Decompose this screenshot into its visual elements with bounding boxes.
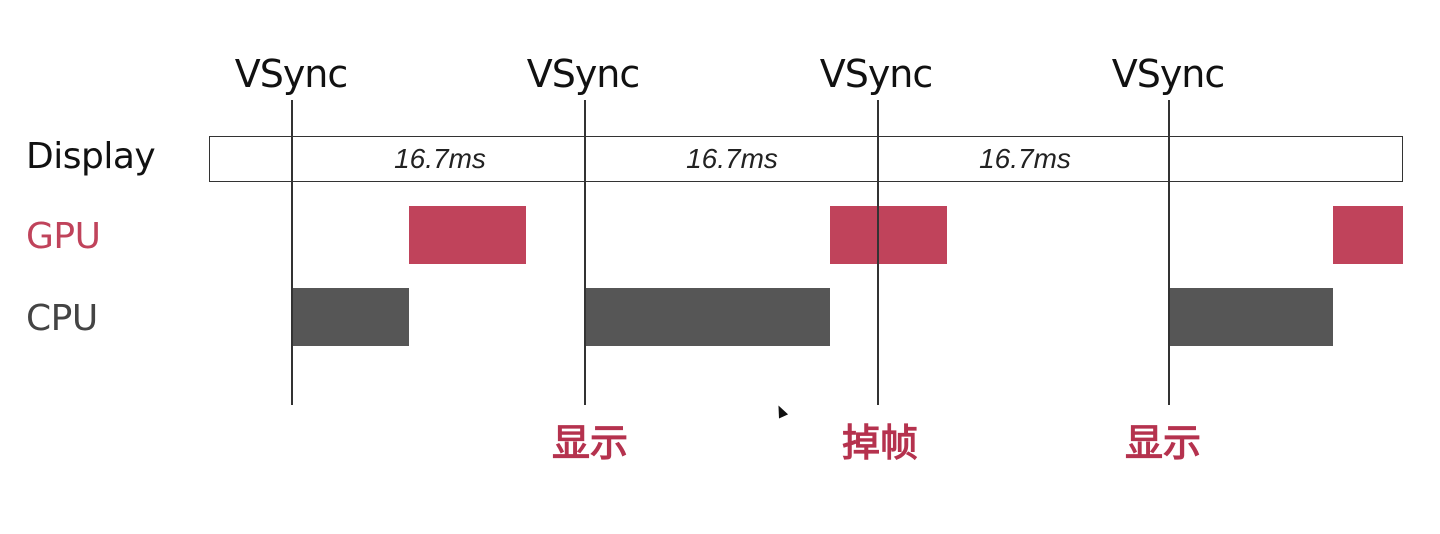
vsync-line-2 [584,100,586,405]
mouse-cursor-icon [773,403,789,419]
vsync-line-1 [291,100,293,405]
row-label-gpu: GPU [26,216,101,257]
gpu-block-3 [1333,206,1403,264]
bottom-label-frame-drop: 掉帧 [841,421,918,465]
vsync-label-2: VSync [526,52,641,96]
vsync-label-3: VSync [819,52,934,96]
bottom-label-display-2: 显示 [1124,421,1201,465]
interval-label-3: 16.7ms [979,143,1071,174]
vsync-label-4: VSync [1111,52,1226,96]
display-timeline-box [209,136,1403,182]
vsync-line-3 [877,100,879,405]
interval-label-1: 16.7ms [394,143,486,174]
vsync-line-4 [1168,100,1170,405]
bottom-label-display-1: 显示 [551,421,628,465]
interval-label-2: 16.7ms [686,143,778,174]
cpu-block-2 [585,288,830,346]
cpu-block-1 [292,288,409,346]
row-label-display: Display [26,136,156,177]
vsync-label-1: VSync [234,52,349,96]
gpu-block-2 [830,206,947,264]
gpu-block-1 [409,206,526,264]
cpu-block-3 [1169,288,1333,346]
row-label-cpu: CPU [26,298,98,339]
